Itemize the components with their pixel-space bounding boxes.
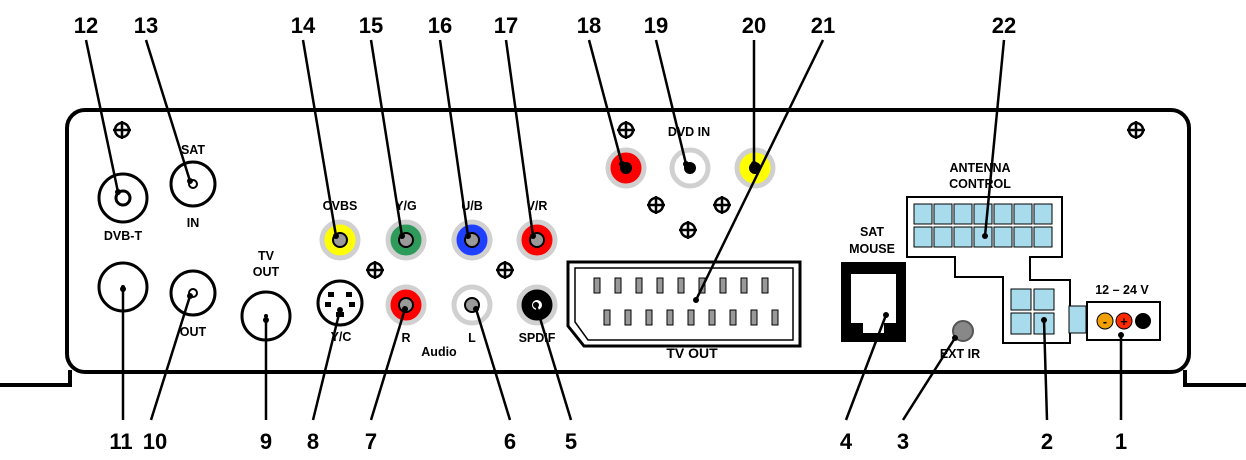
- callout-22: 22: [992, 13, 1016, 38]
- y-g-label: Y/G: [395, 199, 417, 213]
- dvb-t-label: DVB-T: [104, 229, 143, 243]
- cvbs-label: CVBS: [323, 199, 358, 213]
- v-r-connector: [516, 219, 558, 261]
- sat-out-label: OUT: [180, 325, 207, 339]
- callout-lines: [84, 39, 1123, 421]
- audio-l-label: L: [468, 331, 476, 345]
- callout-numbers: 12 13 14 15 16 17 18 19 20 21 22 11 10 9…: [74, 13, 1127, 454]
- callout-6: 6: [504, 429, 516, 454]
- dvd-in-red-connector: [605, 147, 647, 189]
- dvd-in-label: DVD IN: [668, 125, 710, 139]
- v-r-label: V/R: [527, 199, 548, 213]
- ext-ir-label: EXT IR: [940, 347, 980, 361]
- screw-icon: [366, 261, 384, 279]
- sat-mouse-port: [841, 262, 906, 342]
- callout-20: 20: [742, 13, 766, 38]
- audio-r-connector: [385, 284, 427, 326]
- callout-2: 2: [1041, 429, 1053, 454]
- antenna-control-label-2: CONTROL: [949, 177, 1011, 191]
- ext-ir-jack: [952, 320, 974, 342]
- audio-label: Audio: [421, 345, 457, 359]
- screw-icon: [496, 261, 514, 279]
- dvb-t-connector: [97, 172, 149, 224]
- audio-l-connector: [451, 284, 493, 326]
- screw-icon: [617, 121, 635, 139]
- tv-out-label-bottom: OUT: [253, 265, 280, 279]
- callout-13: 13: [134, 13, 158, 38]
- screw-icon: [113, 121, 131, 139]
- dvd-in-white-connector: [669, 147, 711, 189]
- callout-11: 11: [109, 429, 132, 454]
- sat-in-label-top: SAT: [181, 143, 205, 157]
- s-video-connector: [316, 279, 364, 327]
- callout-3: 3: [897, 429, 909, 454]
- callout-12: 12: [74, 13, 98, 38]
- callout-21: 21: [811, 13, 835, 38]
- u-b-label: U/B: [461, 199, 483, 213]
- y-c-label: Y/C: [331, 330, 352, 344]
- screw-icon: [713, 196, 731, 214]
- scart-connector: [566, 260, 802, 348]
- sat-mouse-label-1: SAT: [860, 225, 884, 239]
- callout-4: 4: [840, 429, 853, 454]
- tv-out-label-top: TV: [258, 249, 275, 263]
- callout-5: 5: [565, 429, 577, 454]
- callout-14: 14: [291, 13, 316, 38]
- screw-icon: [679, 221, 697, 239]
- callout-16: 16: [428, 13, 452, 38]
- sat-in-label-bottom: IN: [187, 216, 200, 230]
- tv-out-scart-label: TV OUT: [666, 345, 718, 361]
- device-base: [0, 370, 1246, 387]
- callout-9: 9: [260, 429, 272, 454]
- sat-mouse-label-2: MOUSE: [849, 242, 895, 256]
- callout-7: 7: [365, 429, 377, 454]
- callout-18: 18: [577, 13, 601, 38]
- u-b-connector: [451, 219, 493, 261]
- power-connector: [1068, 301, 1161, 341]
- screw-icon: [647, 196, 665, 214]
- callout-15: 15: [359, 13, 383, 38]
- antenna-control-label-1: ANTENNA: [949, 161, 1010, 175]
- audio-r-label: R: [401, 331, 410, 345]
- antenna-control-connector: [906, 196, 1071, 344]
- callout-10: 10: [143, 429, 167, 454]
- y-g-connector: [385, 219, 427, 261]
- power-minus-label: -: [1103, 315, 1107, 329]
- callout-19: 19: [644, 13, 668, 38]
- callout-8: 8: [307, 429, 319, 454]
- sat-out-connector: [169, 269, 217, 317]
- callout-arrowheads: [115, 161, 1124, 341]
- spdif-label: SPDIF: [519, 331, 556, 345]
- sat-in-connector: [169, 160, 217, 208]
- callout-1: 1: [1115, 429, 1127, 454]
- cvbs-connector: [319, 219, 361, 261]
- screw-icon: [1127, 121, 1145, 139]
- callout-17: 17: [494, 13, 518, 38]
- power-voltage-label: 12 – 24 V: [1095, 283, 1149, 297]
- power-plus-label: +: [1120, 315, 1127, 329]
